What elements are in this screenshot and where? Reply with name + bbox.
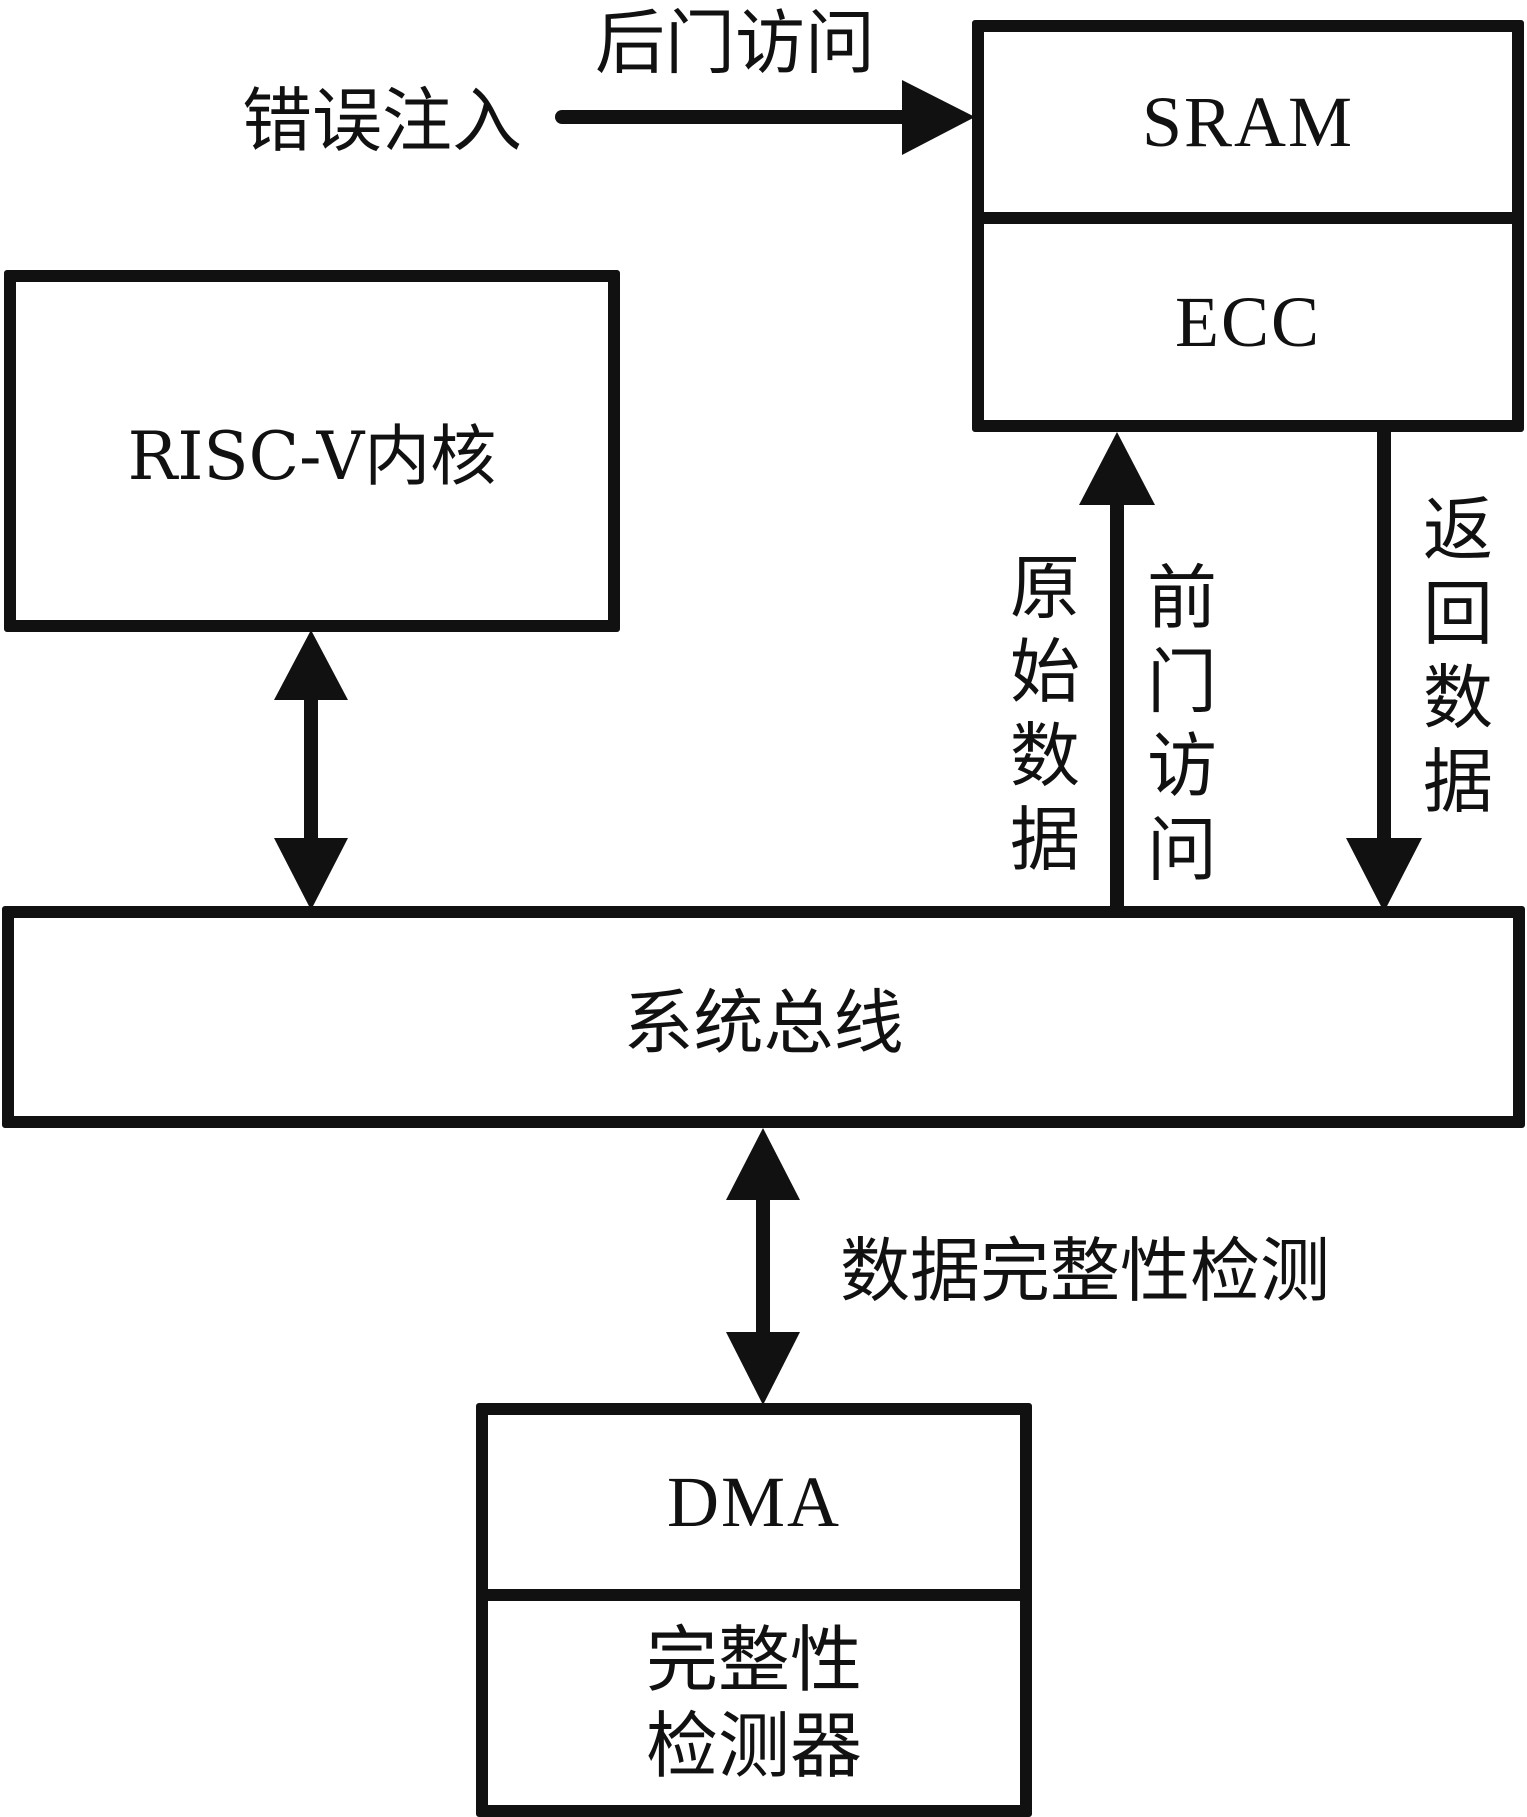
return-data-down-arrow [1346,430,1422,912]
integrity-detector-label-line2: 检测器 [645,1704,862,1788]
system-bus-block: 系统总线 [2,906,1525,1128]
riscv-bus-arrow [274,630,348,910]
integrity-detector-label-line1: 完整性 [645,1618,862,1702]
sram-ecc-block: SRAM ECC [972,20,1524,432]
sram-ecc-divider [984,212,1512,224]
data-integrity-check-label: 数据完整性检测 [840,1229,1330,1312]
frontdoor-access-label: 前门访问 [1147,557,1217,891]
frontdoor-up-arrow [1079,432,1155,915]
dma-block: DMA 完整性 检测器 [476,1403,1032,1817]
riscv-core-label: RISC-V内核 [127,418,497,495]
backdoor-access-label: 后门访问 [595,2,875,84]
ecc-label: ECC [1174,281,1322,362]
raw-data-label: 原始数据 [1010,547,1080,881]
error-injection-label: 错误注入 [242,79,522,162]
dma-label: DMA [666,1461,841,1542]
sram-label: SRAM [1141,81,1355,162]
error-injection-arrow [555,80,975,155]
return-data-label: 返回数据 [1423,489,1493,823]
bus-dma-arrow [726,1128,800,1405]
system-bus-label: 系统总线 [623,981,904,1064]
dma-divider [488,1589,1020,1601]
riscv-core-block: RISC-V内核 [4,270,620,632]
